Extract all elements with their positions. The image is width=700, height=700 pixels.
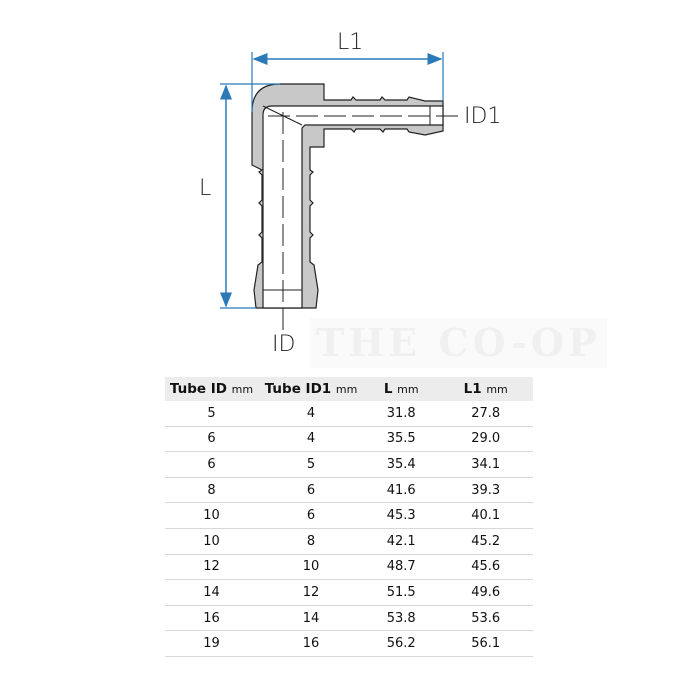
label-L: L (199, 176, 212, 201)
table-cell: 29.0 (438, 426, 533, 453)
table-cell: 14 (165, 579, 258, 606)
table-cell: 16 (165, 605, 258, 632)
column-name: Tube ID1 (264, 381, 332, 397)
table-cell: 6 (258, 477, 364, 504)
table-cell: 56.1 (438, 630, 533, 657)
column-header: L1 mm (438, 377, 533, 401)
table-cell: 53.8 (364, 605, 439, 632)
table-cell: 49.6 (438, 579, 533, 606)
bore (262, 105, 444, 309)
table-cell: 35.5 (364, 426, 439, 453)
table-cell: 10 (258, 554, 364, 581)
table-cell: 4 (258, 401, 364, 427)
table-cell: 6 (258, 502, 364, 529)
column-unit: mm (335, 383, 358, 396)
label-ID: ID (272, 332, 296, 357)
table-cell: 41.6 (364, 477, 439, 504)
table-cell: 12 (258, 579, 364, 606)
table-cell: 10 (165, 528, 258, 555)
table-cell: 42.1 (364, 528, 439, 555)
table-cell: 45.3 (364, 502, 439, 529)
table-cell: 5 (258, 451, 364, 478)
table-cell: 53.6 (438, 605, 533, 632)
table-cell: 56.2 (364, 630, 439, 657)
column-unit: mm (231, 383, 254, 396)
table-cell: 12 (165, 554, 258, 581)
table-cell: 4 (258, 426, 364, 453)
label-ID1: ID1 (464, 104, 502, 129)
table-cell: 35.4 (364, 451, 439, 478)
column-header: Tube ID mm (165, 377, 258, 401)
column-name: L1 (463, 381, 482, 397)
label-L1: L1 (337, 30, 364, 55)
table-cell: 5 (165, 401, 258, 427)
column-name: Tube ID (169, 381, 227, 397)
table-cell: 16 (258, 630, 364, 657)
table-cell: 14 (258, 605, 364, 632)
table-cell: 6 (165, 426, 258, 453)
table-cell: 19 (165, 630, 258, 657)
table-cell: 45.2 (438, 528, 533, 555)
table-cell: 51.5 (364, 579, 439, 606)
table-cell: 34.1 (438, 451, 533, 478)
watermark-logo: THE CO-OP (310, 318, 607, 368)
column-header: L mm (364, 377, 439, 401)
table-cell: 6 (165, 451, 258, 478)
table-cell: 27.8 (438, 401, 533, 427)
watermark-text: THE CO-OP (316, 320, 601, 365)
table-cell: 10 (165, 502, 258, 529)
column-name: L (383, 381, 393, 397)
table-cell: 48.7 (364, 554, 439, 581)
table-cell: 40.1 (438, 502, 533, 529)
column-unit: mm (397, 383, 419, 396)
table-cell: 8 (258, 528, 364, 555)
table-cell: 8 (165, 477, 258, 504)
table-cell: 45.6 (438, 554, 533, 581)
elbow-fitting-drawing (220, 52, 460, 330)
table-cell: 31.8 (364, 401, 439, 427)
column-header: Tube ID1 mm (258, 377, 364, 401)
column-unit: mm (486, 383, 508, 396)
table-cell: 39.3 (438, 477, 533, 504)
